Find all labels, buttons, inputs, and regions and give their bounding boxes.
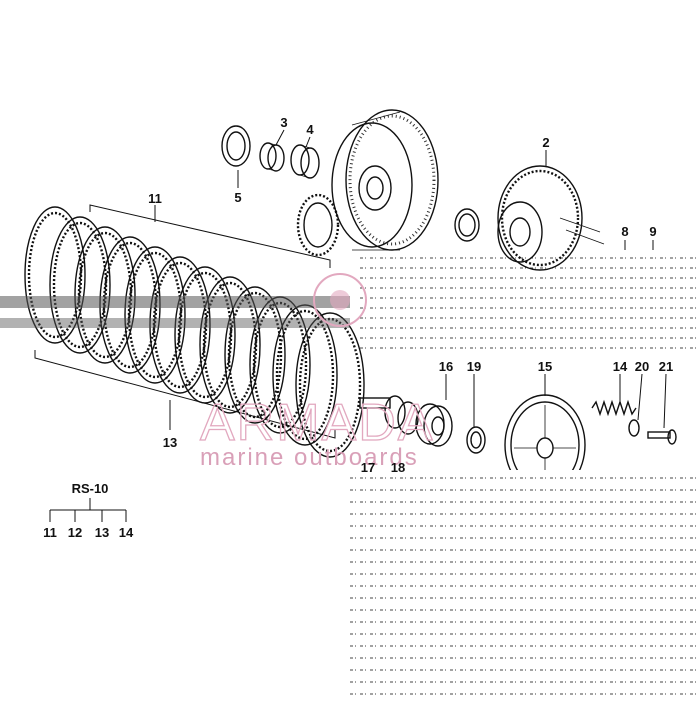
label-part-2: 2 [542, 135, 549, 150]
label-part-8: 8 [621, 224, 628, 239]
label-part-20: 20 [635, 359, 649, 374]
washer-part [221, 125, 251, 188]
label-part-13: 13 [163, 435, 177, 450]
label-part-19: 19 [467, 359, 481, 374]
label-part-21: 21 [659, 359, 673, 374]
label-part-5: 5 [234, 190, 241, 205]
label-part-18: 18 [391, 460, 405, 475]
stack-brackets [34, 204, 336, 439]
spring-bolt-set [591, 373, 677, 445]
watermark: ARMADA marine outboards [199, 273, 434, 471]
watermark-brand: ARMADA [200, 394, 434, 452]
snap-ring [454, 208, 480, 242]
watermark-tagline: marine outboards [200, 444, 419, 471]
clutch-outer [296, 109, 439, 257]
lifter-assembly [359, 374, 486, 454]
label-part-3: 3 [280, 115, 287, 130]
scan-noise-block [350, 470, 700, 700]
label-part-14: 14 [613, 359, 628, 374]
label-part-15: 15 [538, 359, 552, 374]
label-part-4: 4 [306, 122, 314, 137]
clutch-center [497, 150, 605, 271]
scan-noise-bands [0, 257, 700, 349]
kit-member: 11 [43, 525, 57, 540]
label-part-11: 11 [148, 191, 162, 206]
label-part-16: 16 [439, 359, 453, 374]
kit-group: RS-10 11 12 13 14 [43, 481, 134, 540]
needle-bearings [259, 129, 320, 179]
label-part-9: 9 [649, 224, 656, 239]
kit-member: 14 [119, 525, 134, 540]
bolt-leaders [624, 240, 654, 250]
kit-member: 13 [95, 525, 109, 540]
kit-member: 12 [68, 525, 82, 540]
part-labels: 2 3 4 5 8 9 11 13 14 15 16 17 18 19 20 2… [148, 115, 673, 475]
kit-title: RS-10 [72, 481, 109, 496]
label-part-17: 17 [361, 460, 375, 475]
